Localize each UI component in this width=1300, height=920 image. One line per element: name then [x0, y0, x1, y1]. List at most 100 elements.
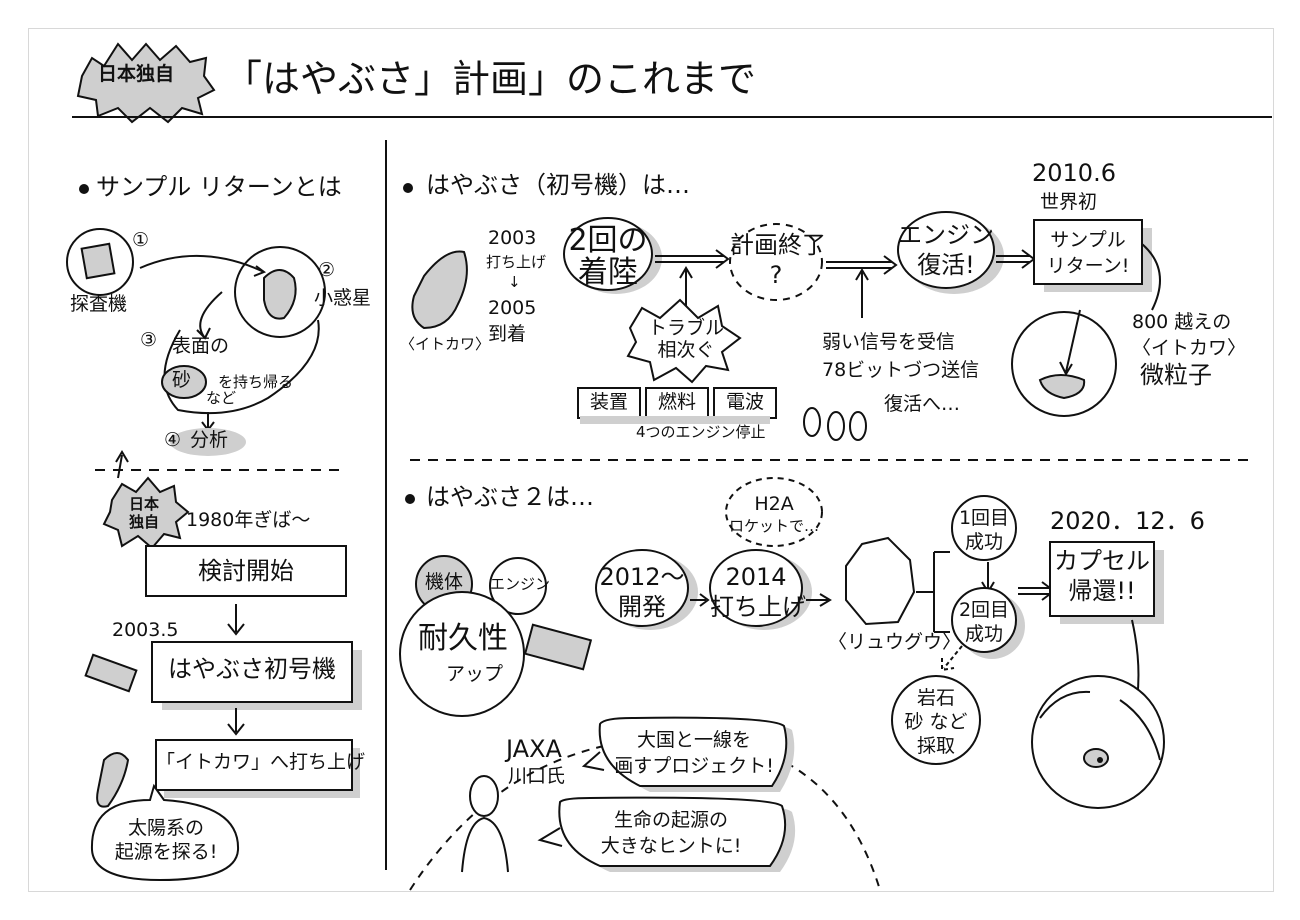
sample-return-box	[1033, 219, 1143, 285]
durability-circle	[399, 591, 525, 717]
failure-fuel: 燃料	[657, 391, 696, 413]
page-frame	[28, 28, 1274, 892]
launch2-line2: 打ち上げ	[710, 593, 806, 621]
up-label: アップ	[446, 663, 504, 685]
engine-circle	[489, 557, 547, 615]
failure-radio: 電波	[725, 391, 764, 413]
first-line1: 1回目	[958, 507, 1010, 529]
down-arrow: ↓	[508, 273, 521, 291]
particles-line3: 微粒子	[1140, 361, 1212, 389]
trouble-line2: 相次ぐ	[657, 339, 715, 361]
itokawa-launch-label: 「イトカワ」へ打ち上げ	[156, 751, 366, 773]
asteroid-label: 小惑星	[314, 287, 372, 309]
rocket-line1: H2A	[754, 493, 794, 515]
rocket-line2: ロケットで…	[728, 517, 819, 535]
header-badge: 日本独自	[98, 63, 175, 85]
history-badge-shape	[102, 476, 190, 550]
landing-line2: 着陸	[578, 255, 638, 290]
body-label: 機体	[424, 571, 463, 593]
date-2003-5: 2003.5	[112, 619, 179, 641]
person-label: 川口氏	[508, 765, 566, 787]
quote1-bubble	[598, 716, 788, 787]
quote2-bubble	[558, 796, 787, 867]
study-start-box	[145, 545, 347, 597]
quote2-line2: 大きなヒントに!	[600, 835, 742, 857]
engine-label: エンジン	[490, 575, 551, 593]
analysis-label: 分析	[190, 429, 229, 451]
person-icon	[461, 775, 509, 873]
durability-label: 耐久性	[418, 621, 508, 656]
satellite-icon	[523, 623, 593, 671]
date-2020: 2020．12．6	[1050, 507, 1205, 535]
landing-line1: 2回の	[568, 223, 648, 258]
arrival-label: 到着	[488, 323, 527, 345]
engine-stop-label: 4つのエンジン停止	[636, 423, 766, 441]
second-line2: 成功	[964, 623, 1003, 645]
study-start-label: 検討開始	[198, 557, 294, 585]
launch-label: 打ち上げ	[486, 253, 547, 271]
date-2010: 2010.6	[1032, 159, 1116, 187]
step1-number: ①	[132, 229, 150, 251]
quote2-line1: 生命の起源の	[613, 809, 728, 831]
first-success-circle	[951, 495, 1017, 561]
origin-line1: 太陽系の	[127, 817, 204, 839]
engine-line1: エンジン	[898, 221, 994, 249]
dev-line1: 2012〜	[599, 563, 685, 591]
itokawa-icon	[411, 250, 468, 330]
history-badge-line1: 日本	[128, 495, 159, 513]
year-2003: 2003	[488, 227, 537, 249]
first-line2: 成功	[964, 531, 1003, 553]
page-title: 「はやぶさ」計画」のこれまで	[224, 57, 757, 101]
second-success-circle	[951, 587, 1017, 653]
failure-device: 装置	[589, 391, 628, 413]
era-label: 1980年ぎば〜	[186, 509, 311, 531]
sample-line1: サンプル	[1050, 229, 1126, 251]
dev-circle	[595, 549, 689, 627]
capsule-box	[1049, 541, 1155, 617]
revival-label: 復活へ…	[884, 393, 961, 415]
itokawa-label: 〈イトカワ〉	[400, 335, 491, 353]
particles-line1: 800 越えの	[1132, 311, 1232, 333]
launch2-line1: 2014	[725, 563, 787, 591]
satellite-icon-small	[84, 653, 138, 693]
step4-number: ④	[164, 429, 182, 451]
world-first-label: 世界初	[1040, 191, 1098, 213]
engine-line2: 復活!	[917, 251, 975, 279]
ryugu-icon	[845, 536, 916, 626]
origin-speech-bubble	[90, 783, 240, 882]
bring-back-label: を持ち帰る	[218, 373, 294, 391]
engine-revival-circle	[897, 211, 995, 289]
earth-circle-1	[1011, 311, 1117, 417]
rock-line2: 砂 など	[904, 711, 968, 733]
rock-line3: 採取	[916, 735, 955, 757]
asteroid-circle	[234, 246, 326, 338]
quote1-line1: 大国と一線を	[636, 729, 751, 751]
people-icons	[803, 407, 867, 441]
rock-line1: 岩石	[916, 687, 955, 709]
quote1-line2: 画すプロジェクト!	[614, 755, 774, 777]
rocket-bubble	[725, 477, 823, 547]
ryugu-label: 〈リュウグウ〉	[828, 631, 962, 653]
trouble-burst	[626, 298, 742, 384]
itokawa-small-icon	[96, 752, 130, 808]
capsule-line2: 帰還!!	[1068, 577, 1136, 605]
sand-shading	[161, 365, 207, 399]
hayabusa2-heading: はやぶさ２は…	[426, 483, 594, 511]
step2-number: ②	[318, 259, 336, 281]
trouble-line1: トラブル	[647, 317, 724, 339]
earth-circle-2	[1031, 675, 1165, 809]
probe-label: 探査機	[70, 293, 128, 315]
badge-burst-shape	[76, 42, 216, 124]
landing-circle	[563, 217, 653, 291]
surface-label: 表面の	[172, 335, 230, 357]
nado-label: など	[206, 389, 237, 407]
sample-return-heading: サンプル リターンとは	[96, 173, 342, 201]
sample-line2: リターン!	[1046, 255, 1130, 277]
launch-circle	[709, 549, 803, 627]
rock-circle	[891, 675, 981, 765]
capsule-line1: カプセル	[1054, 547, 1150, 575]
hayabusa1-heading: はやぶさ（初号機）は…	[426, 171, 690, 199]
year-2005: 2005	[488, 297, 537, 319]
